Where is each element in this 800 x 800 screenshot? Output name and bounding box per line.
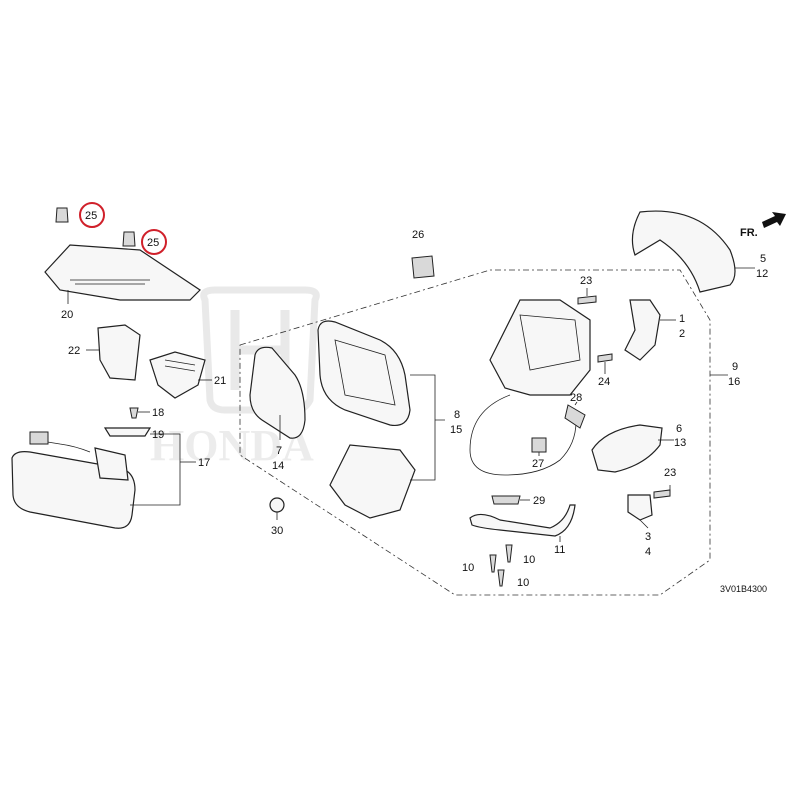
callout-24: 24 — [598, 376, 610, 388]
screw-part-10a — [489, 554, 497, 573]
callout-21: 21 — [214, 375, 226, 387]
bracket-part-22 — [97, 324, 141, 381]
callout-20: 20 — [61, 309, 73, 321]
power-unit-part-9 — [489, 299, 591, 396]
screw-part-23b — [653, 489, 671, 499]
clip-part-26 — [411, 255, 435, 279]
front-direction-arrow: FR. — [740, 212, 786, 239]
assembly-boundary — [239, 269, 711, 596]
callout-7: 7 — [276, 445, 282, 457]
callout-28: 28 — [570, 392, 582, 404]
clip-part-25b — [122, 231, 136, 247]
bracket-part-19 — [103, 427, 152, 437]
harness-part-9 — [469, 394, 577, 476]
connector-part-17 — [29, 431, 49, 445]
callout-27: 27 — [532, 458, 544, 470]
turn-signal-part-1 — [624, 299, 661, 361]
leader-lines — [67, 267, 755, 542]
callout-30: 30 — [271, 525, 283, 537]
housing-part-20 — [44, 244, 201, 301]
camera-part-3 — [627, 494, 653, 521]
bracket-part-28 — [564, 404, 586, 429]
callout-2: 2 — [679, 328, 685, 340]
callout-25a: 25 — [85, 210, 97, 222]
clip-part-29 — [491, 495, 521, 505]
callout-17: 17 — [198, 457, 210, 469]
callout-8: 8 — [454, 409, 460, 421]
callout-25b: 25 — [147, 237, 159, 249]
lower-cover-part-6 — [591, 424, 663, 473]
callout-6: 6 — [676, 423, 682, 435]
callout-18: 18 — [152, 407, 164, 419]
lower-cover-part-15 — [329, 444, 416, 519]
nut-part-30 — [269, 497, 285, 513]
callout-11: 11 — [554, 544, 565, 556]
callout-12: 12 — [756, 268, 768, 280]
callout-13: 13 — [674, 437, 686, 449]
screw-part-10b — [505, 544, 513, 563]
cover-part-21 — [149, 351, 206, 399]
callout-19: 19 — [152, 429, 164, 441]
actuator-part-17 — [94, 447, 129, 481]
mirror-cap-part-5 — [631, 210, 736, 293]
mirror-frame-part-8 — [317, 320, 411, 427]
callout-5: 5 — [760, 253, 766, 265]
diagram-code: 3V01B4300 — [720, 584, 767, 594]
clip-part-27 — [531, 437, 547, 453]
clip-part-25a — [55, 207, 69, 223]
screw-part-10c — [497, 569, 505, 587]
front-direction-label: FR. — [740, 227, 758, 239]
callout-10a: 10 — [462, 562, 474, 574]
callout-4: 4 — [645, 546, 651, 558]
callout-1: 1 — [679, 313, 685, 325]
callout-10b: 10 — [523, 554, 535, 566]
callout-29: 29 — [533, 495, 545, 507]
callout-26: 26 — [412, 229, 424, 241]
callout-15: 15 — [450, 424, 462, 436]
callout-10c: 10 — [517, 577, 529, 589]
callout-14: 14 — [272, 460, 284, 472]
screw-part-18 — [129, 407, 139, 419]
mirror-glass-part-7 — [249, 346, 306, 439]
callout-16: 16 — [728, 376, 740, 388]
callout-highlight-ring-25b — [141, 229, 167, 255]
grommet-part-11 — [469, 504, 576, 537]
screw-part-23a — [577, 295, 597, 305]
callout-23b: 23 — [664, 467, 676, 479]
callout-22: 22 — [68, 345, 80, 357]
callout-3: 3 — [645, 531, 651, 543]
callout-23a: 23 — [580, 275, 592, 287]
callout-highlight-ring-25a — [79, 202, 105, 228]
callout-labels: 25 25 20 22 21 18 19 17 26 7 14 30 8 15 … — [61, 210, 768, 589]
callout-9: 9 — [732, 361, 738, 373]
screw-part-24 — [597, 353, 613, 363]
